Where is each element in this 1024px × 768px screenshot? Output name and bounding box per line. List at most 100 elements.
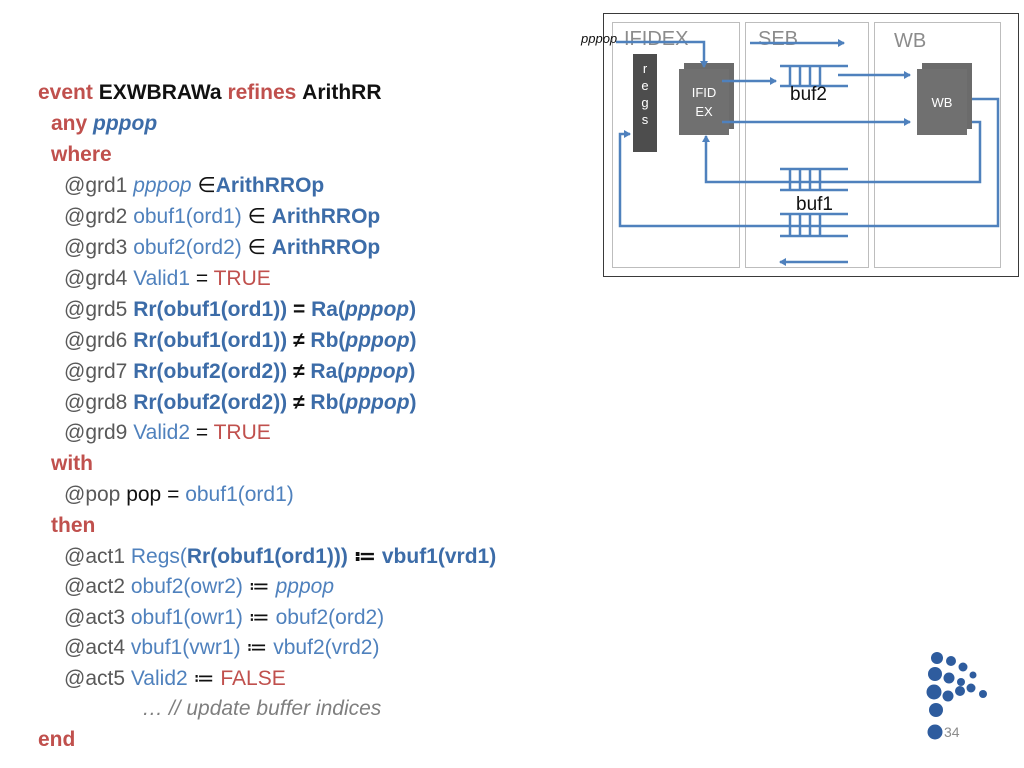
event-code-listing: event EXWBRAWa refines ArithRR any pppop…	[38, 81, 497, 753]
guard-close-paren: )	[409, 329, 417, 352]
guard-lhs: Rr(obuf2(ord2))	[133, 391, 288, 414]
witness-name: pop	[126, 483, 162, 506]
action-lhs-inner: Rr(obuf1(ord1)))	[186, 545, 348, 568]
buf1-queue	[780, 167, 848, 238]
stage-title-seb: SEB	[758, 28, 799, 50]
guard-operator: ∈	[197, 174, 216, 197]
guard-function: Rb(	[310, 329, 346, 352]
pipeline-arrows	[616, 39, 1000, 266]
then-keyword: then	[51, 514, 96, 537]
action-rhs: FALSE	[220, 667, 286, 690]
guard-grd2: @grd2 obuf1(ord1) ∈ ArithRROp	[64, 204, 380, 230]
guard-operator: ∈	[247, 236, 266, 259]
guard-grd9: @grd9 Valid2 = TRUE	[64, 420, 271, 446]
guard-rhs: ArithRROp	[271, 205, 381, 228]
action-lhs: obuf1(owr1)	[130, 606, 243, 629]
guard-operator: =	[195, 267, 209, 290]
any-parameter: pppop	[93, 112, 158, 135]
refines-name: ArithRR	[302, 81, 382, 104]
action-lhs: obuf2(owr2)	[130, 575, 243, 598]
ifidex-card-line2: EX	[695, 104, 713, 119]
guard-lhs: pppop	[133, 174, 192, 197]
guard-grd6: @grd6 Rr(obuf1(ord1)) ≠ Rb(pppop)	[64, 328, 417, 354]
event-name: EXWBRAWa	[98, 81, 222, 104]
regs-letter: r	[642, 61, 648, 76]
guard-label: @grd6	[64, 329, 128, 352]
guard-grd7: @grd7 Rr(obuf2(ord2)) ≠ Ra(pppop)	[64, 359, 415, 385]
end-keyword: end	[38, 728, 76, 751]
guard-operator: =	[293, 298, 306, 321]
pane-wb	[874, 22, 1001, 268]
action-act3: @act3 obuf1(owr1) ≔ obuf2(ord2)	[64, 605, 384, 631]
guard-grd3: @grd3 obuf2(ord2) ∈ ArithRROp	[64, 235, 380, 261]
guard-argument: pppop	[344, 298, 410, 321]
action-act5: @act5 Valid2 ≔ FALSE	[64, 666, 286, 692]
guard-lhs: obuf2(ord2)	[133, 236, 242, 259]
guard-argument: pppop	[345, 391, 410, 414]
guard-grd1: @grd1 pppop ∈ArithRROp	[64, 173, 324, 199]
action-operator: ≔	[353, 545, 377, 568]
wb-card-label: WB	[931, 95, 953, 110]
refines-keyword: refines	[227, 81, 297, 104]
guard-operator: ≠	[293, 329, 305, 352]
guard-lhs: Rr(obuf1(ord1))	[133, 298, 288, 321]
where-keyword: where	[51, 143, 112, 166]
guard-label: @grd8	[64, 391, 128, 414]
action-operator: ≔	[246, 636, 268, 659]
action-rhs: pppop	[275, 575, 335, 598]
wb-to-ifidex-arrow	[702, 120, 982, 184]
guard-rhs: ArithRROp	[271, 236, 381, 259]
buf2-label: buf2	[790, 84, 827, 105]
stage-title-ifidex: IFIDEX	[624, 28, 689, 50]
action-operator: ≔	[248, 606, 270, 629]
witness-label: @pop	[64, 483, 121, 506]
witness-rhs: obuf1(ord1)	[185, 483, 294, 506]
pipeline-diagram: IFIDEX SEB WB r e g s IFID EX WB	[603, 13, 1019, 277]
action-label: @act4	[64, 636, 126, 659]
where-line: where	[51, 142, 112, 168]
ifidex-card-line1: IFID	[691, 85, 717, 100]
guard-function: Rb(	[310, 391, 346, 414]
guard-argument: pppop	[345, 329, 410, 352]
action-label: @act5	[64, 667, 126, 690]
guard-argument: pppop	[344, 360, 409, 383]
any-line: any pppop	[51, 111, 157, 137]
page-number: 34	[944, 724, 960, 740]
pppop-tag: pppop	[581, 31, 618, 46]
guard-label: @grd7	[64, 360, 128, 383]
pane-ifidex	[612, 22, 740, 268]
action-label: @act3	[64, 606, 126, 629]
any-keyword: any	[51, 112, 88, 135]
regs-letter: s	[641, 112, 649, 127]
witness-operator: =	[167, 483, 180, 506]
action-rhs: vbuf1(vrd1)	[381, 545, 497, 568]
guard-grd8: @grd8 Rr(obuf2(ord2)) ≠ Rb(pppop)	[64, 390, 417, 416]
end-line: end	[38, 727, 75, 753]
pane-seb	[745, 22, 869, 268]
wb-card: WB	[917, 69, 967, 135]
action-act4: @act4 vbuf1(vwr1) ≔ vbuf2(vrd2)	[64, 635, 379, 661]
guard-label: @grd1	[64, 174, 128, 197]
guard-rhs: TRUE	[213, 267, 271, 290]
buf1-label: buf1	[796, 194, 833, 215]
guard-grd4: @grd4 Valid1 = TRUE	[64, 266, 271, 292]
action-label: @act2	[64, 575, 126, 598]
guard-label: @grd3	[64, 236, 128, 259]
witness-pop: @pop pop = obuf1(ord1)	[64, 482, 294, 508]
action-label: @act1	[64, 545, 126, 568]
guard-rhs: TRUE	[213, 421, 271, 444]
guard-rhs: ArithRROp	[215, 174, 325, 197]
guard-lhs: Rr(obuf1(ord1))	[133, 329, 288, 352]
comment-line: … // update buffer indices	[142, 696, 381, 722]
guard-lhs: Valid2	[133, 421, 191, 444]
guard-operator: ∈	[247, 205, 266, 228]
guard-close-paren: )	[409, 298, 417, 321]
action-lhs: Valid2	[130, 667, 188, 690]
guard-label: @grd4	[64, 267, 128, 290]
guard-close-paren: )	[408, 360, 416, 383]
guard-operator: ≠	[293, 391, 305, 414]
with-line: with	[51, 451, 93, 477]
regs-letter: e	[641, 78, 649, 93]
guard-operator: ≠	[293, 360, 305, 383]
guard-lhs: Valid1	[133, 267, 191, 290]
